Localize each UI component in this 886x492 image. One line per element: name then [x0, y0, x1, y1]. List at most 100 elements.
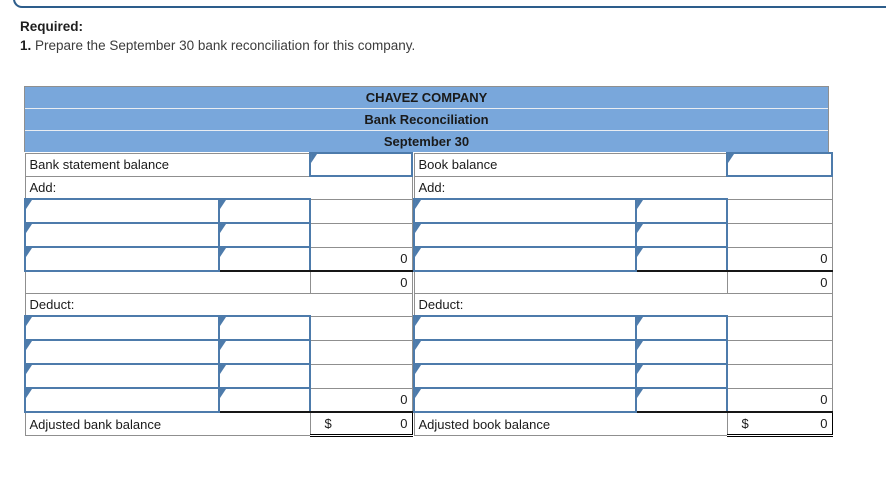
bank-add-row1-subtotal — [309, 198, 413, 224]
book-add-row2-amount-input[interactable] — [635, 222, 729, 248]
dropdown-flag-icon — [221, 225, 226, 233]
bank-deduct-row3-subtotal — [309, 363, 413, 389]
adjusted-book-balance-total: $ 0 — [728, 414, 831, 433]
book-deduct-label: Deduct: — [413, 293, 833, 317]
adjusted-book-balance-label: Adjusted book balance — [413, 411, 728, 436]
dropdown-flag-icon — [638, 366, 644, 374]
bank-add-row3-amount-input[interactable] — [217, 246, 312, 272]
dropdown-flag-icon — [638, 318, 644, 326]
adjusted-book-balance-total-cell: $ 0 — [726, 411, 833, 437]
bank-deduct-row2-subtotal — [309, 339, 413, 365]
required-label: Required: — [20, 19, 84, 34]
book-deduct-row3-description-input[interactable] — [413, 363, 638, 389]
bank-deduct-row3-amount-input[interactable] — [217, 363, 312, 389]
currency-symbol: $ — [741, 416, 749, 431]
adjusted-bank-balance-total: $ 0 — [311, 414, 411, 433]
table-row: Add: — [413, 175, 833, 200]
table-row: 0 — [24, 387, 413, 413]
bank-deduct-row1-subtotal — [309, 315, 413, 341]
bank-deduct-row1-amount-input[interactable] — [217, 315, 312, 341]
book-deduct-subtotal: 0 — [726, 387, 833, 413]
book-side-table: Book balance Add: — [413, 152, 834, 437]
dropdown-flag-icon — [27, 318, 32, 326]
table-row — [24, 339, 413, 365]
book-add-label: Add: — [413, 175, 833, 200]
bank-balance-input[interactable] — [309, 152, 414, 177]
bank-side-table: Bank statement balance Add: — [24, 152, 414, 437]
bank-deduct-row4-description-input[interactable] — [24, 387, 220, 413]
table-row — [413, 363, 833, 389]
statement-title: Bank Reconciliation — [25, 109, 828, 131]
table-row — [413, 198, 833, 224]
dropdown-flag-icon — [416, 201, 422, 209]
bank-add-total: 0 — [309, 270, 413, 294]
dropdown-flag-icon — [638, 225, 644, 233]
dropdown-flag-icon — [27, 249, 32, 257]
bank-deduct-row1-description-input[interactable] — [24, 315, 220, 341]
adjusted-book-balance-value: 0 — [820, 416, 828, 431]
bank-deduct-row2-amount-input[interactable] — [217, 339, 312, 365]
bank-add-row2-subtotal — [309, 222, 413, 248]
bank-add-row1-amount-input[interactable] — [217, 198, 312, 224]
instruction-text: Prepare the September 30 bank reconcilia… — [35, 38, 416, 53]
book-deduct-row3-subtotal — [726, 363, 833, 389]
table-row: 0 — [413, 387, 833, 413]
dropdown-flag-icon — [221, 366, 226, 374]
book-deduct-row1-subtotal — [726, 315, 833, 341]
book-balance-input[interactable] — [726, 152, 834, 177]
bank-reconciliation-worksheet: CHAVEZ COMPANY Bank Reconciliation Septe… — [24, 86, 834, 437]
book-add-row2-description-input[interactable] — [413, 222, 638, 248]
table-row: 0 — [24, 246, 413, 272]
book-add-row3-description-input[interactable] — [413, 246, 638, 272]
book-add-row1-amount-input[interactable] — [635, 198, 729, 224]
instructions-block: Required: 1. Prepare the September 30 ba… — [20, 17, 415, 55]
dropdown-flag-icon — [312, 155, 318, 163]
book-add-row1-description-input[interactable] — [413, 198, 638, 224]
book-add-row3-amount-input[interactable] — [635, 246, 729, 272]
bank-add-subtotal: 0 — [309, 246, 413, 272]
bank-add-row3-description-input[interactable] — [24, 246, 220, 272]
dropdown-flag-icon — [416, 390, 422, 398]
dropdown-flag-icon — [221, 249, 226, 257]
bank-balance-label: Bank statement balance — [24, 152, 311, 177]
bank-add-row1-description-input[interactable] — [24, 198, 220, 224]
bank-deduct-row4-amount-input[interactable] — [217, 387, 312, 413]
book-deduct-row2-subtotal — [726, 339, 833, 365]
bank-add-row2-amount-input[interactable] — [217, 222, 312, 248]
bank-deduct-label: Deduct: — [24, 293, 413, 317]
instruction-line: 1. Prepare the September 30 bank reconci… — [20, 36, 415, 55]
adjusted-bank-balance-label: Adjusted bank balance — [24, 411, 311, 436]
company-title: CHAVEZ COMPANY — [25, 87, 828, 109]
book-add-row2-subtotal — [726, 222, 833, 248]
dropdown-flag-icon — [27, 366, 32, 374]
bank-add-row2-description-input[interactable] — [24, 222, 220, 248]
statement-date: September 30 — [383, 134, 470, 149]
book-deduct-row3-amount-input[interactable] — [635, 363, 729, 389]
book-deduct-row2-description-input[interactable] — [413, 339, 638, 365]
dropdown-flag-icon — [416, 225, 422, 233]
dropdown-flag-icon — [221, 390, 226, 398]
book-deduct-row1-amount-input[interactable] — [635, 315, 729, 341]
book-deduct-row2-amount-input[interactable] — [635, 339, 729, 365]
instruction-number: 1. — [20, 38, 32, 53]
dropdown-flag-icon — [638, 249, 644, 257]
worksheet-body: Bank statement balance Add: — [24, 152, 834, 437]
dropdown-flag-icon — [27, 390, 32, 398]
table-row — [24, 363, 413, 389]
table-row: Deduct: — [413, 293, 833, 317]
table-row — [413, 222, 833, 248]
dropdown-flag-icon — [416, 366, 422, 374]
bank-deduct-row2-description-input[interactable] — [24, 339, 220, 365]
table-row: 0 — [413, 270, 833, 294]
book-deduct-row4-amount-input[interactable] — [635, 387, 729, 413]
dropdown-flag-icon — [221, 342, 226, 350]
dropdown-flag-icon — [638, 201, 644, 209]
table-row — [24, 222, 413, 248]
book-add-row1-subtotal — [726, 198, 833, 224]
dropdown-flag-icon — [221, 318, 226, 326]
table-row: Bank statement balance — [24, 152, 414, 177]
book-deduct-row1-description-input[interactable] — [413, 315, 638, 341]
book-deduct-row4-description-input[interactable] — [413, 387, 638, 413]
bank-deduct-row3-description-input[interactable] — [24, 363, 220, 389]
